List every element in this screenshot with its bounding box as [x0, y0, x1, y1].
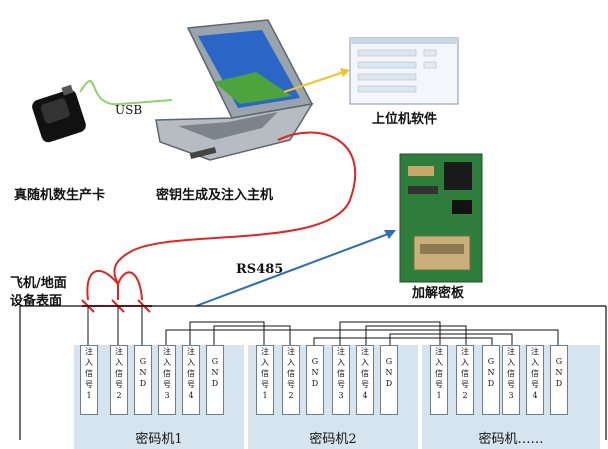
- unit-title: 密码机2: [309, 432, 357, 447]
- upper-software-label: 上位机软件: [372, 112, 438, 127]
- rng-card-label: 真随机数生产卡: [14, 188, 106, 203]
- usb-label: USB: [115, 103, 143, 117]
- surface-label-line2: 设备表面: [10, 294, 63, 309]
- rs485-arrow: [195, 233, 389, 307]
- arrow-to-software: [283, 71, 345, 93]
- unit-title: 密码机……: [478, 432, 544, 447]
- surface-label-line1: 飞机/地面: [10, 276, 67, 291]
- unit-title: 密码机1: [135, 432, 183, 447]
- rugged-laptop-icon: [155, 19, 314, 161]
- serial-cable: [113, 131, 357, 285]
- crypto-board-label: 加解密板: [412, 286, 465, 301]
- usb-token-icon: [32, 84, 86, 143]
- rs485-label: RS485: [236, 262, 284, 277]
- pcb-board-icon: [399, 153, 483, 283]
- usb-cable: [79, 79, 173, 106]
- software-window-icon: [349, 37, 459, 105]
- key-host-label: 密钥生成及注入主机: [156, 188, 274, 203]
- bus-wiring: [165, 321, 559, 345]
